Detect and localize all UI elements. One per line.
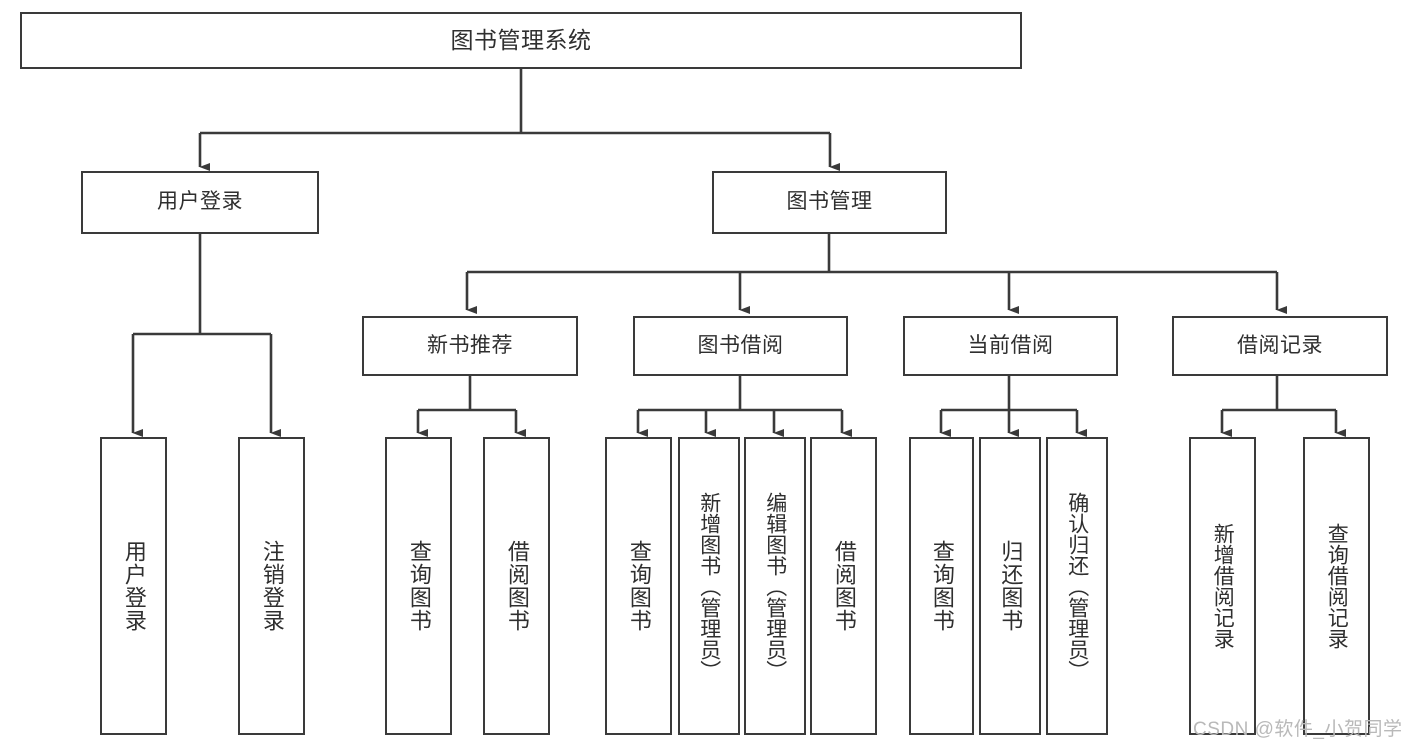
node-label: 新增图书（管理员） — [697, 491, 721, 681]
node-leaf-add-book[interactable]: 新增图书（管理员） — [678, 437, 740, 735]
node-label: 编辑图书（管理员） — [763, 491, 787, 681]
node-leaf-add-record[interactable]: 新增借阅记录 — [1189, 437, 1256, 735]
node-leaf-query-book-2[interactable]: 查询图书 — [605, 437, 672, 735]
node-leaf-query-record[interactable]: 查询借阅记录 — [1303, 437, 1370, 735]
node-leaf-borrow-book-1[interactable]: 借阅图书 — [483, 437, 550, 735]
node-label: 确认归还（管理员） — [1065, 491, 1089, 681]
node-label: 查询借阅记录 — [1325, 523, 1349, 649]
node-label: 查询图书 — [626, 540, 652, 632]
node-leaf-user-login[interactable]: 用户登录 — [100, 437, 167, 735]
node-leaf-borrow-book-2[interactable]: 借阅图书 — [810, 437, 877, 735]
node-book-borrow[interactable]: 图书借阅 — [633, 316, 848, 376]
node-root-system[interactable]: 图书管理系统 — [20, 12, 1022, 69]
node-book-manage[interactable]: 图书管理 — [712, 171, 947, 234]
watermark-text: CSDN @软件_小贺同学 — [1193, 719, 1403, 740]
node-label: 当前借阅 — [967, 333, 1054, 357]
node-user-login[interactable]: 用户登录 — [81, 171, 319, 234]
node-label: 图书管理 — [786, 190, 873, 214]
node-label: 查询图书 — [406, 540, 432, 632]
node-label: 归还图书 — [998, 540, 1024, 632]
node-label: 图书借阅 — [697, 333, 784, 357]
node-label: 借阅记录 — [1237, 333, 1323, 357]
node-leaf-return-book[interactable]: 归还图书 — [979, 437, 1041, 735]
node-label: 新书推荐 — [427, 333, 513, 357]
node-current-borrow[interactable]: 当前借阅 — [903, 316, 1118, 376]
node-label: 用户登录 — [121, 540, 147, 632]
node-label: 新增借阅记录 — [1211, 523, 1235, 649]
node-new-book-recommend[interactable]: 新书推荐 — [362, 316, 578, 376]
node-leaf-query-book-3[interactable]: 查询图书 — [909, 437, 974, 735]
node-leaf-query-book-1[interactable]: 查询图书 — [385, 437, 452, 735]
node-label: 用户登录 — [157, 190, 243, 214]
node-label: 注销登录 — [259, 540, 285, 632]
node-label: 查询图书 — [929, 540, 955, 632]
node-label: 借阅图书 — [504, 540, 530, 632]
node-borrow-record[interactable]: 借阅记录 — [1172, 316, 1388, 376]
node-leaf-edit-book[interactable]: 编辑图书（管理员） — [744, 437, 806, 735]
node-label: 图书管理系统 — [450, 27, 592, 54]
node-leaf-confirm-return[interactable]: 确认归还（管理员） — [1046, 437, 1108, 735]
node-leaf-logout[interactable]: 注销登录 — [238, 437, 305, 735]
node-label: 借阅图书 — [831, 540, 857, 632]
